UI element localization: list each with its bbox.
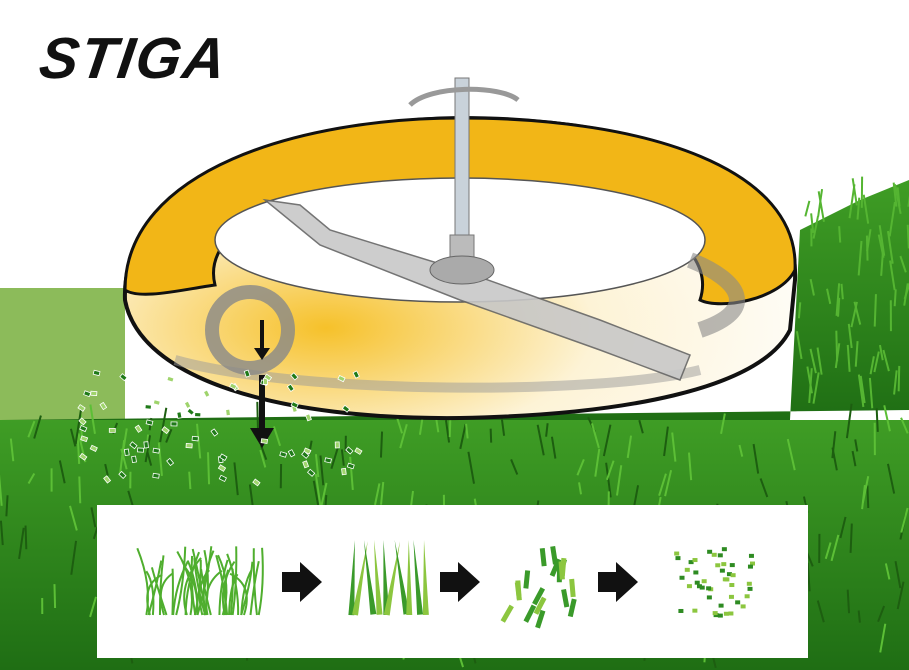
stage-cut-blades	[348, 539, 429, 616]
blade	[262, 77, 691, 381]
stage-chopped-pieces	[500, 546, 577, 629]
spindle	[454, 77, 470, 259]
stage-fine-clippings	[674, 547, 756, 618]
stiga-logo: STIGA	[35, 26, 232, 91]
arrow-right-icon	[282, 562, 322, 602]
clipping-swirl	[77, 285, 363, 487]
arrow-right-icon	[598, 562, 638, 602]
rotation-arrow-icon	[686, 252, 745, 338]
stage-panel	[97, 505, 808, 658]
green-backdrop	[0, 288, 125, 423]
stage-long-grass	[136, 546, 264, 616]
arrow-right-icon	[440, 562, 480, 602]
spin-arrow-icon	[408, 86, 520, 107]
